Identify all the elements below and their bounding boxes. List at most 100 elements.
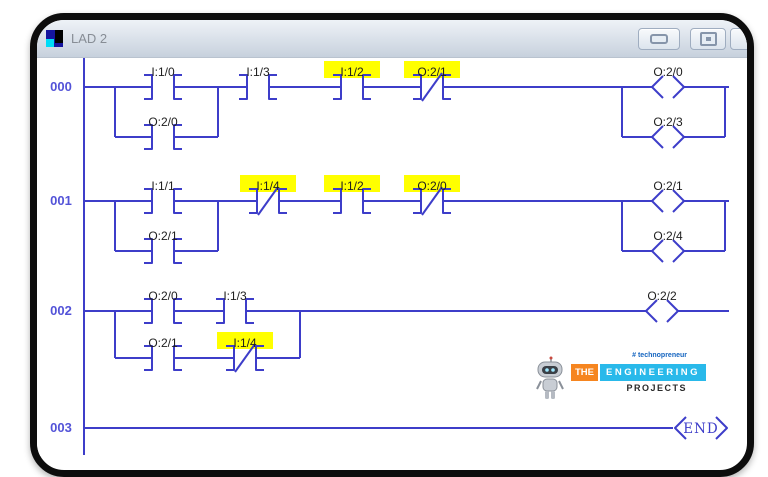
address-label: O:2/1	[653, 179, 683, 193]
address-label: I:1/2	[340, 65, 364, 79]
no-contact[interactable]: O:2/0	[144, 289, 182, 324]
nc-slash	[234, 343, 256, 373]
highlight	[240, 175, 296, 192]
end-glyph	[715, 416, 728, 440]
nc-contact[interactable]: O:2/1	[404, 61, 460, 102]
address-label: I:1/4	[256, 179, 280, 193]
rung-000: 000 I:1/0 I:1/3	[50, 61, 729, 150]
coil-glyph	[651, 189, 664, 213]
rung-003: 003 END	[50, 416, 728, 440]
contact-glyph	[226, 345, 264, 371]
no-contact[interactable]: I:1/0	[144, 65, 182, 100]
address-label: O:2/2	[647, 289, 677, 303]
output-coil[interactable]: O:2/4	[651, 229, 685, 263]
highlight	[324, 175, 380, 192]
rung-number[interactable]: 001	[50, 193, 72, 208]
address-label: O:2/1	[148, 229, 178, 243]
contact-glyph	[144, 124, 182, 150]
contact-glyph	[413, 188, 451, 214]
address-label: O:2/1	[148, 336, 178, 350]
rung-number[interactable]: 000	[50, 79, 72, 94]
plc-editor-window: LAD 2 000 I:1/0	[30, 13, 754, 477]
minimize-button[interactable]	[638, 28, 680, 50]
maximize-icon	[699, 32, 717, 46]
end-label: END	[683, 421, 719, 437]
contact-glyph	[144, 238, 182, 264]
output-coil[interactable]: O:2/3	[651, 115, 685, 149]
address-label: O:2/0	[417, 179, 447, 193]
nc-slash	[421, 72, 443, 102]
no-contact[interactable]: O:2/1	[144, 229, 182, 264]
ladder-file-icon	[46, 30, 63, 47]
address-label: I:1/0	[151, 65, 175, 79]
output-coil[interactable]: O:2/0	[651, 65, 685, 99]
ladder-file-icon-part	[55, 30, 63, 43]
nc-contact[interactable]: O:2/0	[404, 175, 460, 216]
window-title: LAD 2	[71, 31, 108, 46]
address-label: I:1/4	[233, 336, 257, 350]
logo-engineering: ENGINEERING	[600, 364, 707, 381]
rung-number[interactable]: 002	[50, 303, 72, 318]
contact-glyph	[413, 74, 451, 100]
ladder-file-icon-part	[46, 39, 54, 47]
logo-the: THE	[571, 364, 598, 381]
logo-projects: PROJECTS	[626, 383, 687, 393]
nc-contact[interactable]: I:1/4	[217, 332, 273, 373]
logo-tagline: # technopreneur	[632, 352, 687, 359]
coil-glyph	[651, 239, 664, 263]
ladder-editor-area[interactable]: 000 I:1/0 I:1/3	[37, 58, 733, 456]
address-label: O:2/1	[417, 65, 447, 79]
coil-glyph	[672, 75, 685, 99]
address-label: O:2/0	[653, 65, 683, 79]
contact-glyph	[144, 345, 182, 371]
no-contact[interactable]: I:1/3	[239, 65, 277, 100]
address-label: O:2/0	[148, 289, 178, 303]
address-label: I:1/1	[151, 179, 175, 193]
contact-glyph	[144, 74, 182, 100]
highlight	[404, 61, 460, 78]
highlight	[217, 332, 273, 349]
no-contact[interactable]: I:1/1	[144, 179, 182, 214]
no-contact[interactable]: O:2/0	[144, 115, 182, 150]
contact-glyph	[216, 298, 254, 324]
coil-glyph	[651, 125, 664, 149]
no-contact[interactable]: O:2/1	[144, 336, 182, 371]
coil-glyph	[672, 239, 685, 263]
address-label: O:2/3	[653, 115, 683, 129]
contact-glyph	[333, 74, 371, 100]
highlight	[404, 175, 460, 192]
address-label: O:2/0	[148, 115, 178, 129]
close-button[interactable]	[730, 28, 747, 50]
address-label: O:2/4	[653, 229, 683, 243]
contact-glyph	[239, 74, 277, 100]
end-glyph	[674, 416, 687, 440]
contact-glyph	[333, 188, 371, 214]
engineering-projects-logo: # technopreneur THE ENGINEERING PROJECTS	[533, 352, 707, 402]
rung-002: 002 O:2/0 I:1/3 O:2/1	[50, 289, 729, 373]
coil-glyph	[666, 299, 679, 323]
nc-slash	[421, 186, 443, 216]
contact-glyph	[144, 298, 182, 324]
coil-glyph	[651, 75, 664, 99]
address-label: I:1/2	[340, 179, 364, 193]
address-label: I:1/3	[246, 65, 270, 79]
end-instruction[interactable]: END	[674, 416, 728, 440]
rung-number[interactable]: 003	[50, 420, 72, 435]
address-label: I:1/3	[223, 289, 247, 303]
coil-glyph	[645, 299, 658, 323]
no-contact[interactable]: I:1/2	[324, 61, 380, 100]
ladder-canvas: 000 I:1/0 I:1/3	[50, 58, 729, 455]
robot-mascot-icon	[536, 356, 564, 399]
output-coil[interactable]: O:2/1	[651, 179, 685, 213]
maximize-button[interactable]	[690, 28, 726, 50]
title-bar[interactable]: LAD 2	[37, 20, 747, 58]
nc-contact[interactable]: I:1/4	[240, 175, 296, 216]
coil-glyph	[672, 189, 685, 213]
contact-glyph	[249, 188, 287, 214]
coil-glyph	[672, 125, 685, 149]
no-contact[interactable]: I:1/2	[324, 175, 380, 214]
no-contact[interactable]: I:1/3	[216, 289, 254, 324]
output-coil[interactable]: O:2/2	[645, 289, 679, 323]
minimize-icon	[650, 34, 668, 44]
nc-slash	[257, 186, 279, 216]
